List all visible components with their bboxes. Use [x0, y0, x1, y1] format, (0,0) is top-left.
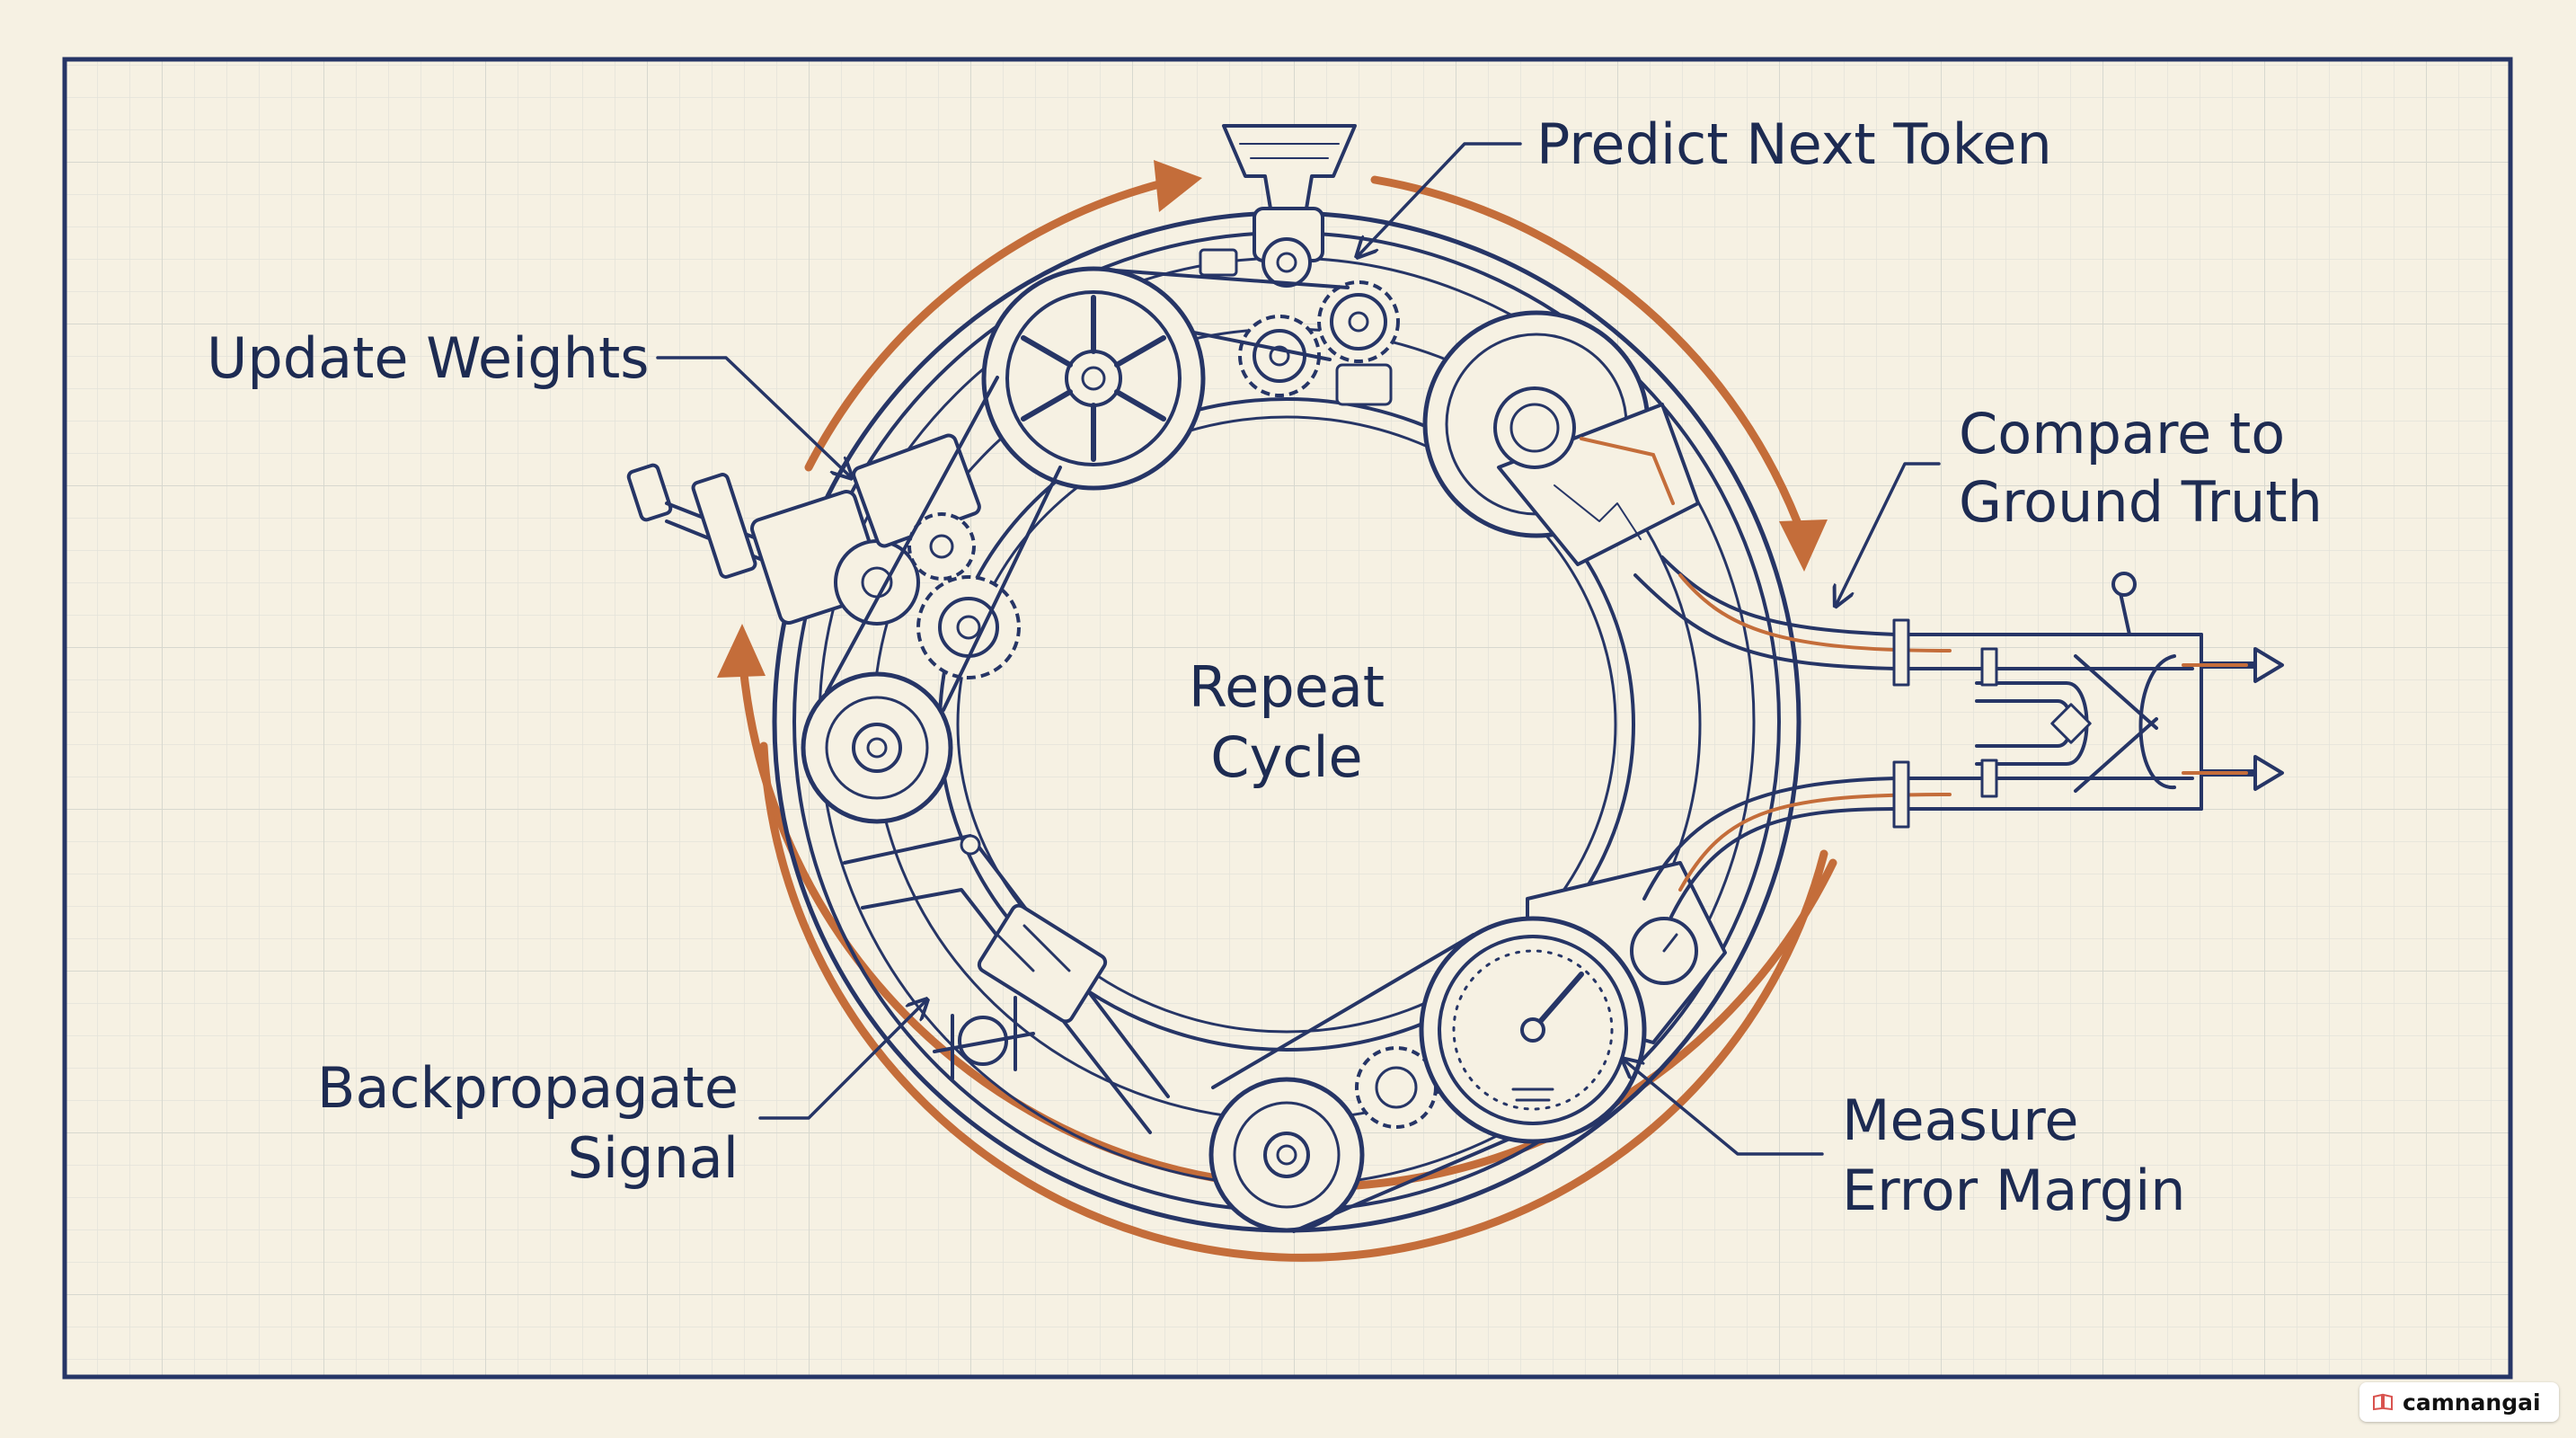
- leader-backprop: [758, 1001, 925, 1120]
- token-hopper: [1199, 124, 1357, 288]
- label-measure-line-1: Measure: [1842, 1087, 2079, 1153]
- leader-measure: [1624, 1061, 1824, 1156]
- comparator-housing: [1422, 310, 1700, 566]
- weight-adjuster: [626, 433, 1021, 679]
- cycle-arrowhead-left: [717, 624, 766, 678]
- output-arrow-top: [2253, 647, 2284, 683]
- cycle-arrow-top-right: [1370, 175, 1801, 526]
- label-predict-next-token: Predict Next Token: [1536, 111, 2052, 177]
- output-arrows: [2182, 647, 2284, 791]
- sheet-border: [62, 57, 2513, 1380]
- watermark-badge: camnangai: [2359, 1382, 2559, 1422]
- label-backprop-line-2: Signal: [568, 1125, 739, 1191]
- cycle-arrowhead-right: [1779, 519, 1828, 572]
- label-center-line-2: Cycle: [1210, 724, 1362, 790]
- output-arrow-bottom: [2253, 755, 2284, 791]
- cycle-arrow-top-left: [804, 180, 1164, 472]
- label-measure-line-2: Error Margin: [1842, 1158, 2186, 1223]
- label-compare-line-2: Ground Truth: [1959, 469, 2323, 535]
- backprop-valve: [843, 834, 1170, 1134]
- label-update-weights: Update Weights: [207, 325, 650, 391]
- leader-predict: [1359, 142, 1522, 255]
- left-pulley: [801, 376, 1062, 824]
- bottom-pulley: [1208, 933, 1547, 1233]
- cycle-arrow-bottom-inner: [759, 741, 1828, 1262]
- comparator-pipes: [1633, 555, 2203, 919]
- flywheel: [981, 266, 1206, 491]
- top-gear-train: [1102, 268, 1400, 406]
- cycle-arrowhead-top: [1154, 160, 1202, 212]
- leader-lines: [656, 142, 1941, 1156]
- leader-update: [656, 356, 850, 476]
- label-compare-line-1: Compare to: [1959, 401, 2285, 466]
- book-icon: [2373, 1393, 2393, 1411]
- label-backprop-line-1: Backpropagate: [317, 1055, 739, 1121]
- label-center-line-1: Repeat: [1189, 654, 1385, 720]
- watermark-text: camnangai: [2403, 1389, 2541, 1416]
- leader-compare: [1837, 462, 1941, 604]
